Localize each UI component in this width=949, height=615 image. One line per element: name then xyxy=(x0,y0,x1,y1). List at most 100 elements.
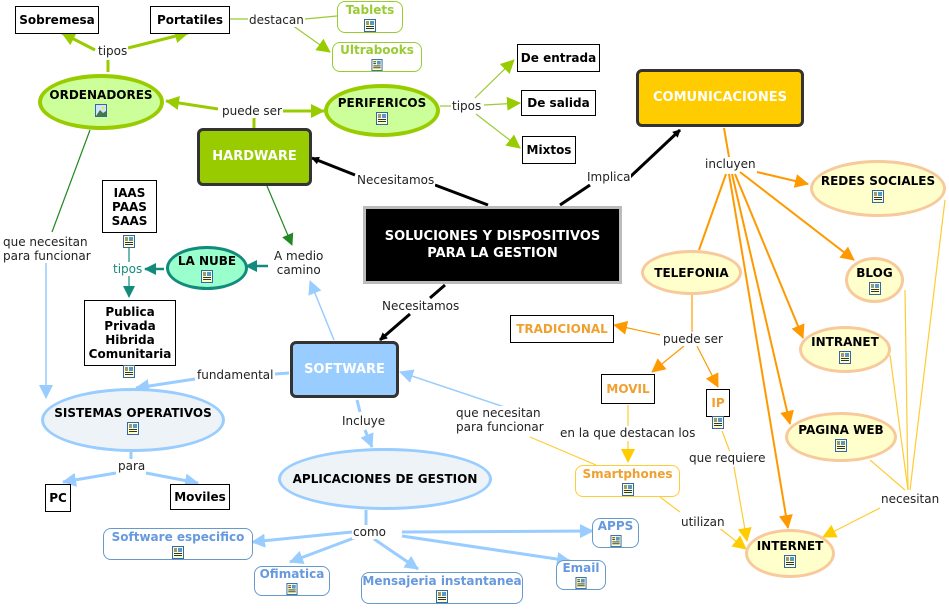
link-label-necesitamos: Necesitamos xyxy=(381,299,461,313)
resource-doc-icon[interactable] xyxy=(201,269,213,283)
hardware-node[interactable]: HARDWARE xyxy=(197,128,312,186)
sistemas-operativos-node[interactable]: SISTEMAS OPERATIVOS xyxy=(41,388,225,452)
portatiles-node[interactable]: Portatiles xyxy=(150,6,230,34)
aplicaciones-gestion-label: APLICACIONES DE GESTION xyxy=(292,472,478,486)
tablets-label: Tablets xyxy=(345,2,395,17)
hardware-label: HARDWARE xyxy=(212,149,297,164)
iaas-label: IAAS xyxy=(113,185,146,200)
resource-image-icon[interactable] xyxy=(95,103,107,117)
resource-doc-icon[interactable] xyxy=(172,545,184,559)
resource-doc-icon[interactable] xyxy=(835,438,847,452)
publica-label: Publica xyxy=(105,305,155,319)
sobremesa-node[interactable]: Sobremesa xyxy=(15,6,99,34)
privada-label: Privada xyxy=(104,319,156,333)
comunicaciones-label: COMUNICACIONES xyxy=(653,90,787,105)
resource-doc-icon[interactable] xyxy=(127,421,139,435)
perifericos-node[interactable]: PERIFERICOS xyxy=(324,84,440,137)
la-nube-label: LA NUBE xyxy=(177,253,237,268)
link-label-puede-ser: puede ser xyxy=(662,332,724,346)
tablets-node[interactable]: Tablets xyxy=(337,1,403,33)
intranet-node[interactable]: INTRANET xyxy=(799,326,891,373)
software-especifico-node[interactable]: Software especifico xyxy=(103,528,253,560)
iaas-node[interactable]: IAAS PAAS SAAS xyxy=(102,180,157,233)
link-label-utilizan: utilizan xyxy=(680,515,726,529)
link-label-para: para xyxy=(117,459,147,473)
link-label-implica: Implica xyxy=(586,170,632,184)
link-label-destacan: destacan xyxy=(248,13,305,27)
ordenadores-label: ORDENADORES xyxy=(49,87,153,102)
mensajeria-node[interactable]: Mensajeria instantanea xyxy=(361,572,523,604)
link-label-incluye: Incluye xyxy=(341,414,387,428)
link-label-line: que necesitan xyxy=(456,406,541,420)
de-salida-node[interactable]: De salida xyxy=(521,90,596,116)
redes-sociales-node[interactable]: REDES SOCIALES xyxy=(810,160,946,217)
portatiles-label: Portatiles xyxy=(156,13,224,27)
resource-doc-icon[interactable] xyxy=(575,577,587,589)
ordenadores-node[interactable]: ORDENADORES xyxy=(38,74,164,130)
resource-doc-icon[interactable] xyxy=(123,235,135,248)
pc-node[interactable]: PC xyxy=(45,484,71,512)
de-entrada-node[interactable]: De entrada xyxy=(517,44,600,72)
smartphones-label: Smartphones xyxy=(582,466,673,481)
pc-label: PC xyxy=(49,491,67,505)
link-label-como: como xyxy=(352,525,387,539)
resource-doc-icon[interactable] xyxy=(123,365,135,378)
paas-label: PAAS xyxy=(112,199,147,214)
ip-node[interactable]: IP xyxy=(706,389,730,417)
ip-label: IP xyxy=(711,396,725,410)
resource-doc-icon[interactable] xyxy=(621,482,634,496)
moviles-node[interactable]: Moviles xyxy=(170,484,230,510)
movil-node[interactable]: MOVIL xyxy=(601,374,655,404)
la-nube-node[interactable]: LA NUBE xyxy=(166,246,248,290)
resource-doc-icon[interactable] xyxy=(872,190,884,203)
comunicaciones-node[interactable]: COMUNICACIONES xyxy=(636,69,804,127)
resource-doc-icon[interactable] xyxy=(784,555,796,568)
ofimatica-node[interactable]: Ofimatica xyxy=(254,566,330,596)
aplicaciones-gestion-node[interactable]: APLICACIONES DE GESTION xyxy=(278,448,492,510)
link-label-necesitamos: Necesitamos xyxy=(356,173,436,187)
link-label-que-requiere: que requiere xyxy=(688,451,767,465)
blog-node[interactable]: BLOG xyxy=(845,257,904,303)
software-node[interactable]: SOFTWARE xyxy=(290,341,399,398)
apps-label: APPS xyxy=(597,519,634,533)
pagina-web-label: PAGINA WEB xyxy=(798,422,884,437)
email-label: Email xyxy=(562,561,600,575)
intranet-label: INTRANET xyxy=(811,335,879,349)
internet-node[interactable]: INTERNET xyxy=(745,529,835,578)
comunitaria-label: Comunitaria xyxy=(88,347,172,361)
telefonia-node[interactable]: TELEFONIA xyxy=(641,250,742,295)
tradicional-node[interactable]: TRADICIONAL xyxy=(510,315,614,343)
resource-doc-icon[interactable] xyxy=(712,416,724,429)
central-title-line1: SOLUCIONES Y DISPOSITIVOS xyxy=(384,229,601,244)
pagina-web-node[interactable]: PAGINA WEB xyxy=(785,412,897,462)
ofimatica-label: Ofimatica xyxy=(259,567,325,581)
central-concept[interactable]: SOLUCIONES Y DISPOSITIVOS PARA LA GESTIO… xyxy=(363,206,622,284)
resource-doc-icon[interactable] xyxy=(436,589,448,603)
resource-doc-icon[interactable] xyxy=(371,59,383,71)
redes-sociales-label: REDES SOCIALES xyxy=(820,174,936,188)
resource-doc-icon[interactable] xyxy=(364,18,376,32)
mensajeria-label: Mensajeria instantanea xyxy=(362,573,522,588)
link-label-necesitan: necesitan xyxy=(880,492,941,506)
nube-tipos-node[interactable]: Publica Privada Hibrida Comunitaria xyxy=(84,300,176,366)
resource-doc-icon[interactable] xyxy=(839,351,851,364)
resource-doc-icon[interactable] xyxy=(376,112,388,125)
email-node[interactable]: Email xyxy=(556,560,606,590)
resource-doc-icon[interactable] xyxy=(868,281,881,295)
central-title-line2: PARA LA GESTION xyxy=(427,246,558,261)
link-label-puede-ser: puede ser xyxy=(221,104,283,118)
apps-node[interactable]: APPS xyxy=(592,518,639,548)
mixtos-node[interactable]: Mixtos xyxy=(522,136,576,164)
resource-doc-icon[interactable] xyxy=(286,583,298,595)
smartphones-node[interactable]: Smartphones xyxy=(575,465,680,497)
tradicional-label: TRADICIONAL xyxy=(516,322,608,336)
link-label-line: A medio xyxy=(274,249,324,263)
saas-label: SAAS xyxy=(111,213,148,228)
link-label-a-medio-camino: A medio camino xyxy=(273,249,325,277)
internet-label: INTERNET xyxy=(756,539,824,553)
blog-label: BLOG xyxy=(856,265,893,280)
sobremesa-label: Sobremesa xyxy=(19,13,95,27)
ultrabooks-node[interactable]: Ultrabooks xyxy=(332,42,422,72)
link-label-tipos: tipos xyxy=(97,44,129,58)
resource-doc-icon[interactable] xyxy=(609,535,622,547)
